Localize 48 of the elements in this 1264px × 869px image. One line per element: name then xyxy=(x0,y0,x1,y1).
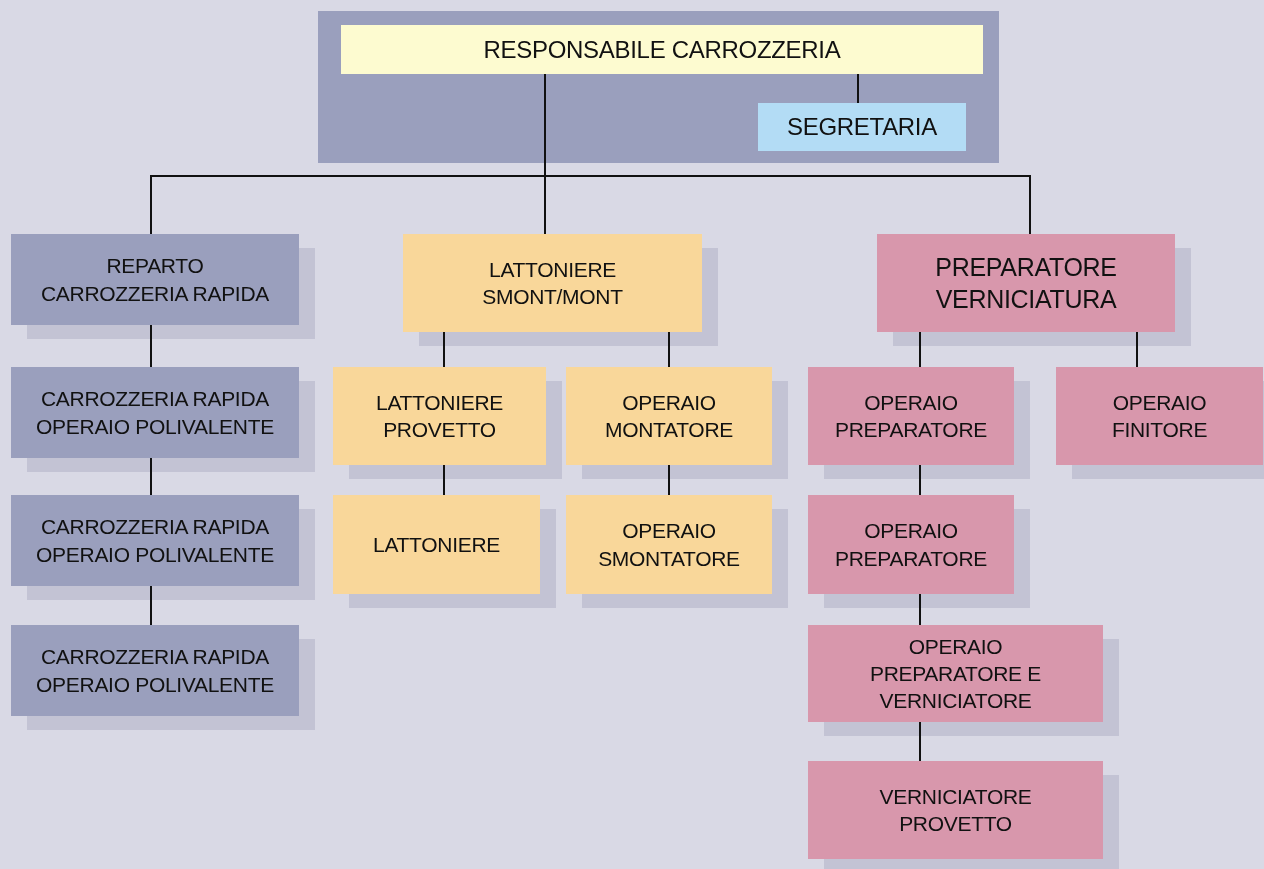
connector-line xyxy=(668,331,670,368)
org-box xyxy=(808,625,1103,722)
role-label: SEGRETARIA xyxy=(786,112,938,143)
org-box xyxy=(341,25,983,74)
connector-line xyxy=(443,464,445,496)
connector-line xyxy=(857,73,859,104)
connector-line xyxy=(1136,331,1138,368)
role-label: LATTONIERE SMONT/MONT xyxy=(481,256,624,310)
org-box xyxy=(1056,367,1263,465)
role-label: RESPONSABILE CARROZZERIA xyxy=(482,34,842,65)
role-label: CARROZZERIA RAPIDA OPERAIO POLIVALENTE xyxy=(35,644,275,698)
connector-line xyxy=(668,464,670,496)
org-box xyxy=(758,103,966,151)
connector-line xyxy=(919,331,921,368)
role-label: OPERAIO PREPARATORE E VERNICIATORE xyxy=(868,633,1043,715)
connector-line xyxy=(150,585,152,626)
org-box xyxy=(808,761,1103,859)
org-box xyxy=(566,495,772,594)
org-box xyxy=(877,234,1175,332)
org-box xyxy=(808,367,1014,465)
org-box xyxy=(11,367,299,458)
role-label: OPERAIO MONTATORE xyxy=(604,389,734,443)
connector-line xyxy=(919,464,921,496)
connector-line xyxy=(919,721,921,762)
role-label: CARROZZERIA RAPIDA OPERAIO POLIVALENTE xyxy=(35,386,275,440)
connector-line xyxy=(443,331,445,368)
connector-line xyxy=(919,593,921,626)
connector-line xyxy=(150,324,152,368)
role-label: CARROZZERIA RAPIDA OPERAIO POLIVALENTE xyxy=(35,514,275,568)
org-box xyxy=(333,367,546,465)
org-box xyxy=(11,234,299,325)
org-box xyxy=(808,495,1014,594)
role-label: LATTONIERE xyxy=(372,531,501,558)
connector-line xyxy=(150,457,152,496)
role-label: OPERAIO PREPARATORE xyxy=(834,518,988,572)
role-label: PREPARATORE VERNICIATURA xyxy=(934,251,1118,315)
role-label: OPERAIO SMONTATORE xyxy=(597,518,741,572)
org-box xyxy=(403,234,702,332)
org-box xyxy=(566,367,772,465)
role-label: OPERAIO FINITORE xyxy=(1110,389,1209,443)
panel xyxy=(318,11,999,163)
role-label: LATTONIERE PROVETTO xyxy=(375,389,504,443)
role-label: OPERAIO PREPARATORE xyxy=(834,389,988,443)
org-box xyxy=(333,495,540,594)
org-box xyxy=(11,495,299,586)
org-box xyxy=(11,625,299,716)
role-label: REPARTO CARROZZERIA RAPIDA xyxy=(40,253,270,307)
role-label: VERNICIATORE PROVETTO xyxy=(878,783,1033,837)
